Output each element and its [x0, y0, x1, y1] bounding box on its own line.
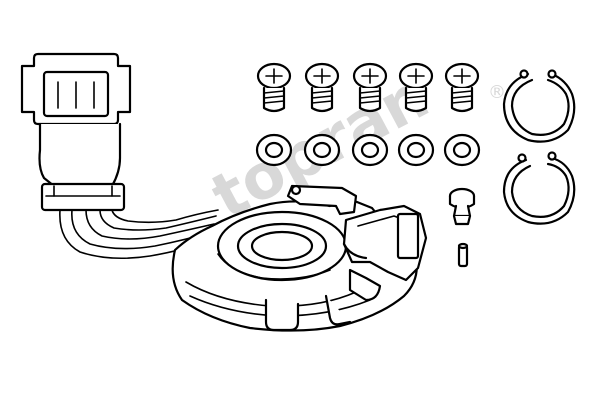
screw-3 [352, 62, 388, 113]
circlip-2 [502, 151, 576, 225]
circlip-1 [502, 69, 576, 143]
locating-pin [448, 187, 476, 226]
screw-1 [256, 62, 292, 113]
washer-2 [303, 133, 341, 167]
screw-4 [398, 62, 434, 113]
washer-1 [255, 133, 293, 167]
washer-3 [351, 133, 389, 167]
watermark-mark: ® [488, 82, 506, 103]
washer-5 [443, 133, 481, 167]
pickup-sensor-assembly [171, 184, 428, 332]
screw-2 [304, 62, 340, 113]
screw-5 [444, 62, 480, 113]
small-pin [457, 242, 469, 268]
connector-plug [20, 52, 132, 212]
washer-4 [397, 133, 435, 167]
